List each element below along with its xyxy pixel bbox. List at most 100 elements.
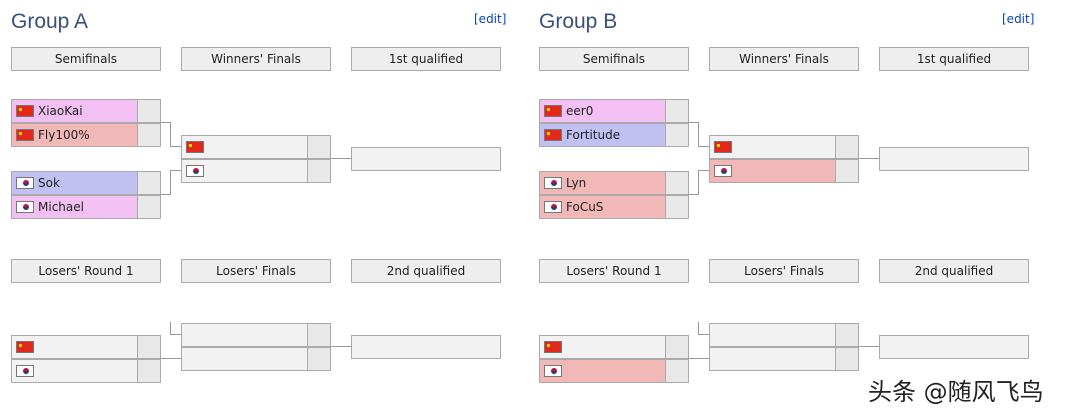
score-cell <box>835 160 858 182</box>
player-cell: FoCuS <box>540 196 665 218</box>
player-cell <box>182 324 307 346</box>
bracket-connector <box>331 346 351 347</box>
semifinal-slot[interactable]: FoCuS <box>539 195 689 219</box>
korea-flag-icon <box>16 365 34 377</box>
round-header-lf: Losers' Finals <box>709 259 859 283</box>
bracket-connector <box>170 146 181 147</box>
korea-flag-icon <box>544 365 562 377</box>
score-cell <box>307 324 330 346</box>
player-cell <box>182 348 307 370</box>
round-header-wf: Winners' Finals <box>709 47 859 71</box>
score-cell <box>137 124 160 146</box>
score-cell <box>137 100 160 122</box>
score-cell <box>665 100 688 122</box>
losers-round1-slot[interactable] <box>539 335 689 359</box>
player-name: Michael <box>38 200 84 214</box>
semifinal-slot[interactable]: Michael <box>11 195 161 219</box>
round-header-lf: Losers' Finals <box>181 259 331 283</box>
bracket-connector <box>859 158 879 159</box>
losers-final-slot[interactable] <box>709 347 859 371</box>
score-cell <box>307 136 330 158</box>
score-cell <box>137 336 160 358</box>
score-cell <box>665 360 688 382</box>
player-cell <box>710 324 835 346</box>
player-cell: XiaoKai <box>12 100 137 122</box>
round-header-wf: Winners' Finals <box>181 47 331 71</box>
winners-final-slot[interactable] <box>181 159 331 183</box>
player-cell <box>182 136 307 158</box>
china-flag-icon <box>544 341 562 353</box>
player-name: Fly100% <box>38 128 90 142</box>
china-flag-icon <box>16 341 34 353</box>
score-cell <box>665 196 688 218</box>
round-header-q2: 2nd qualified <box>351 259 501 283</box>
edit-link[interactable]: [edit] <box>474 12 507 26</box>
losers-round1-slot[interactable] <box>11 359 161 383</box>
losers-round1-slot[interactable] <box>11 335 161 359</box>
second-qualified-slot[interactable] <box>879 335 1029 359</box>
semifinal-slot[interactable]: eer0 <box>539 99 689 123</box>
player-cell: Michael <box>12 196 137 218</box>
player-name: eer0 <box>566 104 594 118</box>
winners-final-slot[interactable] <box>709 135 859 159</box>
first-qualified-slot[interactable] <box>351 147 501 171</box>
player-cell: Sok <box>12 172 137 194</box>
bracket-connector <box>689 122 699 123</box>
player-cell: Fortitude <box>540 124 665 146</box>
group-title: Group A <box>11 10 89 33</box>
bracket-connector <box>698 122 699 147</box>
semifinal-slot[interactable]: Fortitude <box>539 123 689 147</box>
bracket-connector <box>698 322 699 335</box>
bracket-connector <box>170 170 181 171</box>
bracket-connector <box>689 358 709 359</box>
score-cell <box>665 124 688 146</box>
player-name: Lyn <box>566 176 587 190</box>
bracket-connector <box>170 170 171 195</box>
korea-flag-icon <box>186 165 204 177</box>
score-cell <box>137 360 160 382</box>
semifinal-slot[interactable]: Sok <box>11 171 161 195</box>
score-cell <box>665 336 688 358</box>
edit-link[interactable]: [edit] <box>1002 12 1035 26</box>
winners-final-slot[interactable] <box>709 159 859 183</box>
player-name: Sok <box>38 176 60 190</box>
china-flag-icon <box>186 141 204 153</box>
player-cell <box>710 348 835 370</box>
player-name: XiaoKai <box>38 104 83 118</box>
player-cell: Fly100% <box>12 124 137 146</box>
semifinal-slot[interactable]: XiaoKai <box>11 99 161 123</box>
china-flag-icon <box>16 129 34 141</box>
china-flag-icon <box>16 105 34 117</box>
round-header-sf: Semifinals <box>539 47 689 71</box>
losers-final-slot[interactable] <box>709 323 859 347</box>
semifinal-slot[interactable]: Lyn <box>539 171 689 195</box>
losers-round1-slot[interactable] <box>539 359 689 383</box>
losers-final-slot[interactable] <box>181 323 331 347</box>
player-cell <box>710 136 835 158</box>
score-cell <box>137 196 160 218</box>
score-cell <box>835 136 858 158</box>
round-header-q1: 1st qualified <box>351 47 501 71</box>
losers-final-slot[interactable] <box>181 347 331 371</box>
korea-flag-icon <box>544 201 562 213</box>
bracket-connector <box>170 122 171 147</box>
round-header-lr1: Losers' Round 1 <box>11 259 161 283</box>
score-cell <box>835 324 858 346</box>
bracket-connector <box>698 334 709 335</box>
score-cell <box>307 348 330 370</box>
korea-flag-icon <box>714 165 732 177</box>
bracket-connector <box>170 322 171 335</box>
korea-flag-icon <box>16 201 34 213</box>
player-cell <box>12 336 137 358</box>
china-flag-icon <box>714 141 732 153</box>
second-qualified-slot[interactable] <box>351 335 501 359</box>
winners-final-slot[interactable] <box>181 135 331 159</box>
player-cell <box>12 360 137 382</box>
bracket-connector <box>161 358 181 359</box>
score-cell <box>665 172 688 194</box>
score-cell <box>307 160 330 182</box>
player-cell <box>540 360 665 382</box>
round-header-q1: 1st qualified <box>879 47 1029 71</box>
semifinal-slot[interactable]: Fly100% <box>11 123 161 147</box>
first-qualified-slot[interactable] <box>879 147 1029 171</box>
